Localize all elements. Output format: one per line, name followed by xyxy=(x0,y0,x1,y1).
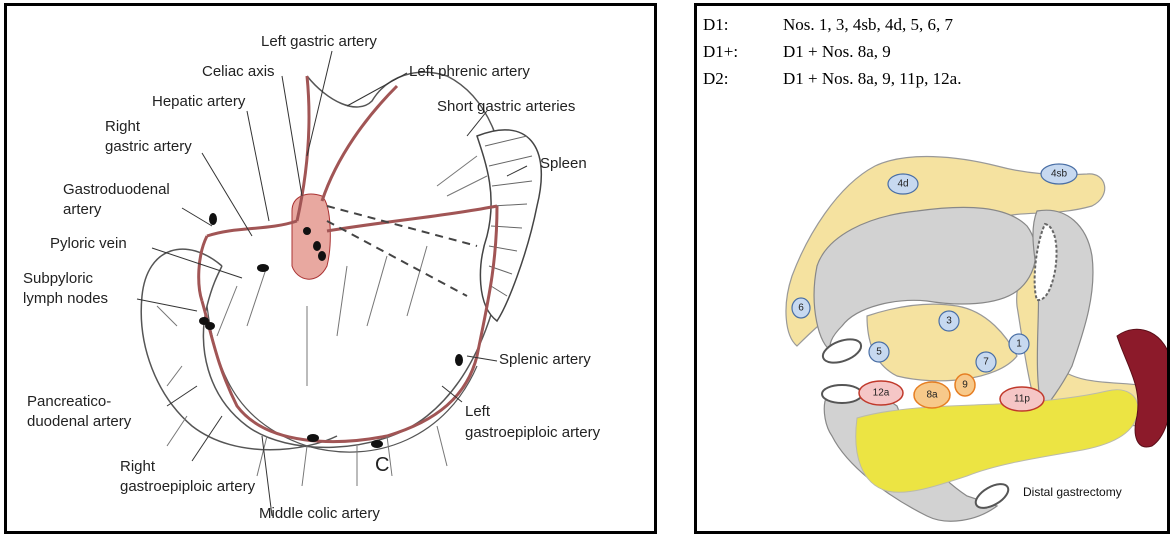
label-left-phrenic-artery: Left phrenic artery xyxy=(409,63,530,80)
node-3-label: 3 xyxy=(946,316,952,327)
label-left-gastroepiploic-1: Left xyxy=(465,403,491,420)
node-8a-label: 8a xyxy=(926,390,938,401)
label-c-marker: C xyxy=(375,454,389,476)
legend-d1plus-value: D1 + Nos. 8a, 9 xyxy=(783,42,891,61)
label-hepatic-artery: Hepatic artery xyxy=(152,93,246,110)
node-4d: 4d xyxy=(888,174,918,194)
label-right-gastroepiploic-2: gastroepiploic artery xyxy=(120,478,256,495)
label-celiac-axis: Celiac axis xyxy=(202,63,275,80)
node-4d-label: 4d xyxy=(897,179,908,190)
node-7: 7 xyxy=(976,352,996,372)
label-right-gastroepiploic-1: Right xyxy=(120,458,156,475)
lymph-nodes xyxy=(199,213,463,448)
spleen-shape xyxy=(477,130,541,321)
label-right-gastric-2: gastric artery xyxy=(105,138,192,155)
pancreas-shape xyxy=(856,390,1138,493)
node-8a: 8a xyxy=(914,382,950,408)
legend-d2-key: D2: xyxy=(703,69,729,88)
label-subpyloric-2: lymph nodes xyxy=(23,290,108,307)
node-12a-label: 12a xyxy=(873,388,890,399)
node-1: 1 xyxy=(1009,334,1029,354)
node-11p: 11p xyxy=(1000,387,1044,411)
legend-d1-value: Nos. 1, 3, 4sb, 4d, 5, 6, 7 xyxy=(783,15,954,34)
node-4sb: 4sb xyxy=(1041,164,1077,184)
label-short-gastric-arteries: Short gastric arteries xyxy=(437,98,575,115)
node-4sb-label: 4sb xyxy=(1051,169,1068,180)
node-9-label: 9 xyxy=(962,380,968,391)
stomach-lower-curve xyxy=(207,306,477,452)
label-gastroduodenal-1: Gastroduodenal xyxy=(63,181,170,198)
lymph-node-diagram-panel: D1: Nos. 1, 3, 4sb, 4d, 5, 6, 7 D1+: D1 … xyxy=(694,3,1170,534)
label-pancreatico-1: Pancreatico- xyxy=(27,393,111,410)
node-6: 6 xyxy=(792,298,810,318)
node-11p-label: 11p xyxy=(1014,394,1030,405)
node-3: 3 xyxy=(939,311,959,331)
cut-end-bottom-left xyxy=(822,385,862,403)
leader-lines xyxy=(137,51,527,516)
legend-d1-key: D1: xyxy=(703,15,729,34)
anatomy-drawing: Left gastric artery Celiac axis Left phr… xyxy=(7,6,654,531)
label-pyloric-vein: Pyloric vein xyxy=(50,235,127,252)
legend-d2-value: D1 + Nos. 8a, 9, 11p, 12a. xyxy=(783,69,961,88)
lymph-node-drawing: D1: Nos. 1, 3, 4sb, 4d, 5, 6, 7 D1+: D1 … xyxy=(697,6,1167,531)
anatomy-diagram-panel: Left gastric artery Celiac axis Left phr… xyxy=(4,3,657,534)
label-right-gastric-1: Right xyxy=(105,118,141,135)
node-12a: 12a xyxy=(859,381,903,405)
arteries xyxy=(199,76,497,442)
label-subpyloric-1: Subpyloric xyxy=(23,270,94,287)
node-6-label: 6 xyxy=(798,303,804,314)
label-splenic-artery: Splenic artery xyxy=(499,351,591,368)
node-5-label: 5 xyxy=(876,347,882,358)
caption-distal-gastrectomy: Distal gastrectomy xyxy=(1023,485,1122,499)
label-spleen: Spleen xyxy=(540,155,587,172)
label-left-gastric-artery: Left gastric artery xyxy=(261,33,377,50)
node-9: 9 xyxy=(955,374,975,396)
legend-d1plus-key: D1+: xyxy=(703,42,738,61)
label-pancreatico-2: duodenal artery xyxy=(27,413,132,430)
label-gastroduodenal-2: artery xyxy=(63,201,102,218)
label-left-gastroepiploic-2: gastroepiploic artery xyxy=(465,424,601,441)
label-middle-colic-artery: Middle colic artery xyxy=(259,505,380,522)
node-1-label: 1 xyxy=(1016,339,1022,350)
celiac-axis-shape xyxy=(292,194,330,279)
node-5: 5 xyxy=(869,342,889,362)
node-7-label: 7 xyxy=(983,357,989,368)
